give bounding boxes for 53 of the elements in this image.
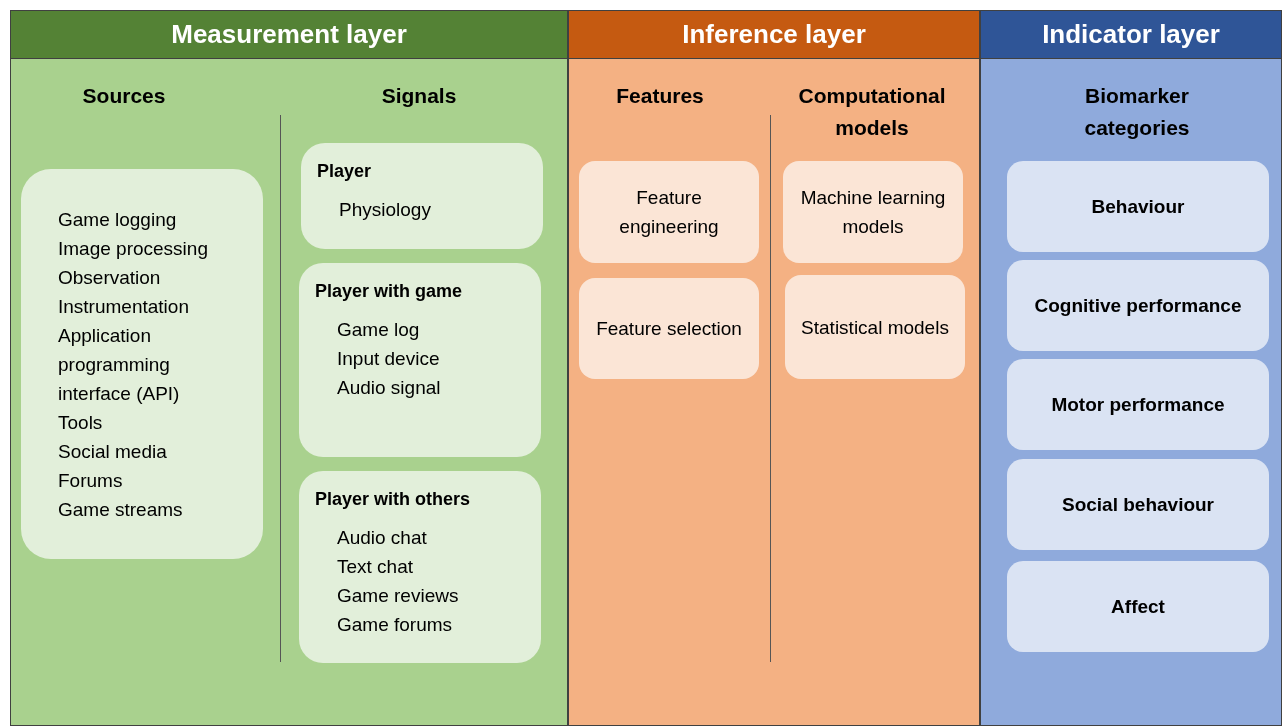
- process-box: [783, 161, 963, 263]
- layer-title: Inference layer: [569, 11, 979, 59]
- list-item: Game logging: [58, 207, 178, 232]
- box-label: Feature engineering: [618, 186, 720, 239]
- list-item: Image processing: [58, 236, 209, 261]
- group-box: [299, 471, 541, 663]
- list-item: Application programming interface (API): [58, 323, 181, 406]
- box-label: Affect: [1111, 595, 1165, 619]
- process-box: [579, 278, 759, 379]
- list-item: Forums: [58, 468, 124, 493]
- column-heading: Signals: [380, 83, 458, 109]
- layer-title: Indicator layer: [981, 11, 1281, 59]
- box-label: Machine learning models: [799, 186, 947, 239]
- column-heading: Computational models: [797, 83, 947, 141]
- column-heading: Sources: [81, 83, 167, 109]
- list-item: Game forums: [336, 613, 453, 637]
- layer-title: Measurement layer: [11, 11, 567, 59]
- list-item: Game log: [336, 318, 420, 342]
- process-box: [1007, 359, 1269, 450]
- box-label: Social behaviour: [1061, 493, 1214, 517]
- list-item: Physiology: [338, 198, 431, 222]
- group-box: [299, 263, 541, 457]
- list-item: Instrumentation: [58, 294, 190, 319]
- group-title: Player: [317, 160, 372, 183]
- list-item: Tools: [58, 410, 104, 435]
- list-box: [21, 169, 263, 559]
- process-box: [1007, 161, 1269, 252]
- group-title: Player with game: [315, 280, 463, 303]
- group-title: Player with others: [315, 488, 471, 511]
- column-heading: Biomarker categories: [1083, 83, 1191, 141]
- list-item: Text chat: [336, 555, 414, 579]
- process-box: [785, 275, 965, 379]
- list-item: Game streams: [58, 497, 184, 522]
- box-label: Cognitive performance: [1034, 294, 1242, 318]
- box-label: Motor performance: [1051, 393, 1225, 417]
- box-label: Behaviour: [1091, 195, 1185, 219]
- column-heading: Features: [615, 83, 705, 109]
- box-label: Statistical models: [801, 315, 949, 340]
- list-item: Social media: [58, 439, 168, 464]
- box-label: Feature selection: [596, 317, 742, 341]
- process-box: [1007, 459, 1269, 550]
- process-box: [1007, 561, 1269, 652]
- list-item: Audio chat: [336, 526, 427, 550]
- group-box: [301, 143, 543, 249]
- layer-panel: [980, 10, 1282, 726]
- layer-panel: [568, 10, 980, 726]
- list-item: Game reviews: [336, 584, 459, 608]
- process-box: [579, 161, 759, 263]
- list-item: Audio signal: [336, 376, 441, 400]
- list-item: Input device: [336, 347, 440, 371]
- process-box: [1007, 260, 1269, 351]
- list-item: Observation: [58, 265, 162, 290]
- layer-panel: [10, 10, 568, 726]
